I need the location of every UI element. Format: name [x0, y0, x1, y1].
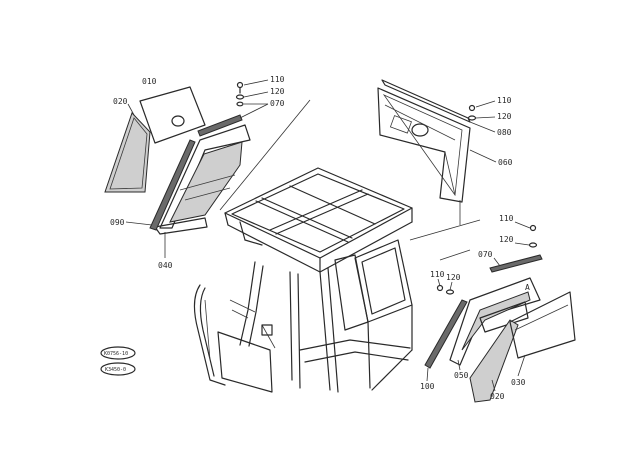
label-030: 030 [511, 378, 526, 387]
reference-stamps: K0756-10 K3450-0 [100, 346, 136, 376]
cab-frame [193, 99, 481, 393]
label-120-right-top: 120 [497, 112, 512, 121]
rear-panel-060 [377, 79, 477, 225]
stamp-text-1: K0756-10 [104, 351, 128, 357]
label-060: 060 [498, 158, 513, 167]
seal-100 [424, 299, 468, 369]
part-labels: 010 020 090 040 110 120 070 110 120 080 … [110, 75, 531, 401]
label-070-left: 070 [270, 99, 285, 108]
strip-070-left [197, 114, 243, 137]
panel-010 [139, 86, 206, 144]
label-050: 050 [454, 371, 469, 380]
label-100: 100 [420, 382, 435, 391]
strip-070-right [489, 254, 543, 273]
right-trim-panels [424, 224, 576, 403]
label-110-right-top: 110 [497, 96, 512, 105]
label-020-left: 020 [113, 97, 128, 106]
label-110-right: 110 [499, 214, 514, 223]
stamp-oval-2 [100, 362, 136, 376]
label-120-left: 120 [270, 87, 285, 96]
trim-040 [159, 124, 251, 229]
label-010: 010 [142, 77, 157, 86]
label-a: A [525, 283, 530, 292]
panel-020-left [104, 112, 151, 193]
label-120-mid: 120 [446, 273, 461, 282]
label-020-right: 020 [490, 392, 505, 401]
label-120-right: 120 [499, 235, 514, 244]
label-080: 080 [497, 128, 512, 137]
stamp-oval-1 [100, 346, 136, 360]
stamp-text-2: K3450-0 [105, 367, 126, 373]
label-070-right: 070 [478, 250, 493, 259]
label-110-mid: 110 [430, 270, 445, 279]
left-trim-panels [104, 81, 251, 235]
panel-020-right [469, 319, 519, 403]
label-040: 040 [158, 261, 173, 270]
seal-090 [149, 139, 196, 231]
label-090: 090 [110, 218, 125, 227]
panel-030 [509, 291, 576, 359]
label-110-left: 110 [270, 75, 285, 84]
